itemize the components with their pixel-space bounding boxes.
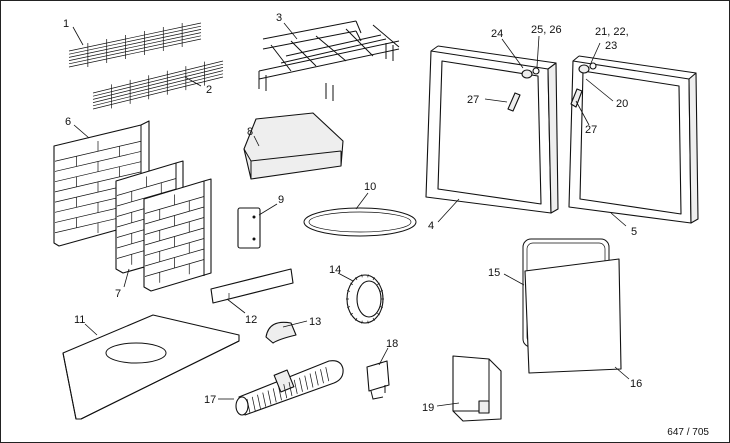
callout-9: 9 — [278, 194, 284, 206]
part-10-gasket — [303, 207, 417, 237]
callout-8: 8 — [247, 126, 253, 138]
callout-20: 20 — [616, 98, 628, 110]
leader-lines — [72, 22, 630, 407]
callout-27-left: 27 — [467, 94, 479, 106]
callout-4: 4 — [428, 220, 434, 232]
callout-2: 2 — [206, 84, 212, 96]
part-2-grate — [92, 60, 224, 110]
callout-13: 13 — [309, 316, 321, 328]
part-16-glass-panel — [524, 258, 622, 374]
callout-24: 24 — [491, 28, 503, 40]
callout-14: 14 — [329, 264, 341, 276]
figure-code: 647 / 705 — [667, 427, 709, 438]
part-24-26-hinge-hardware — [521, 67, 540, 79]
part-11-base-plate — [62, 314, 240, 420]
part-5-door-frame — [568, 55, 699, 224]
callout-5: 5 — [631, 226, 637, 238]
callout-3: 3 — [276, 12, 282, 24]
callout-1: 1 — [63, 18, 69, 30]
callouts: 1 2 3 6 7 8 9 10 24 25, 26 21, 22, 23 20… — [63, 12, 642, 414]
part-20-23-latch-hardware — [578, 62, 597, 74]
callout-19: 19 — [422, 402, 434, 414]
part-19-control-module — [452, 355, 502, 422]
callout-21-22: 21, 22, — [595, 26, 629, 38]
part-13-clip — [265, 321, 297, 344]
part-27-pin-left — [507, 92, 521, 112]
part-14-collar — [346, 274, 384, 324]
callout-23: 23 — [605, 40, 617, 52]
callout-16: 16 — [630, 378, 642, 390]
callout-15: 15 — [488, 267, 500, 279]
callout-6: 6 — [65, 116, 71, 128]
part-1-grate — [68, 22, 202, 68]
callout-27-right: 27 — [585, 124, 597, 136]
part-17-blower — [235, 360, 344, 416]
callout-25-26: 25, 26 — [531, 24, 562, 36]
part-12-strip — [210, 268, 294, 304]
part-27-pin-right — [570, 88, 583, 108]
callout-12: 12 — [245, 314, 257, 326]
part-9-bracket — [237, 207, 261, 249]
part-7-brick-panel-right — [143, 178, 212, 292]
callout-18: 18 — [386, 338, 398, 350]
callout-10: 10 — [364, 181, 376, 193]
callout-7: 7 — [115, 288, 121, 300]
part-8-baffle — [243, 112, 344, 180]
callout-11: 11 — [74, 314, 85, 326]
part-3-log-grate — [258, 20, 400, 101]
part-18-switch — [366, 360, 390, 400]
callout-17: 17 — [204, 394, 216, 406]
